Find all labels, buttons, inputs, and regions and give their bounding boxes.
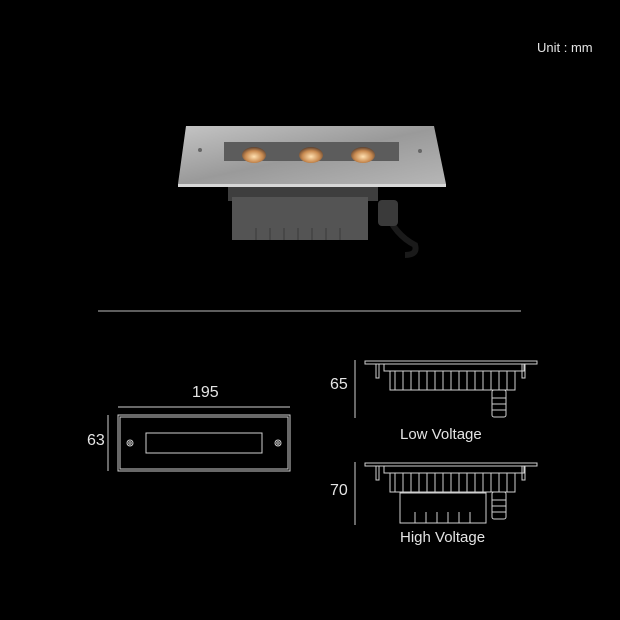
driver-box [232,197,368,240]
led-icon [242,147,266,163]
height-dimension: 63 [87,432,105,449]
screw-icon [198,148,202,152]
front-view-drawing [107,406,291,472]
low-voltage-label: Low Voltage [400,426,482,443]
width-dimension: 195 [192,384,219,401]
side-view-high-voltage [354,462,538,525]
product-photo [178,126,446,258]
side-view-low-voltage [354,360,538,418]
unit-label: Unit : mm [537,40,593,55]
led-icon [299,147,323,163]
high-voltage-label: High Voltage [400,529,486,546]
high-voltage-height: 70 [330,482,348,499]
led-icon [351,147,375,163]
cable-gland [378,200,398,226]
screw-icon [418,149,422,153]
low-voltage-height: 65 [330,376,348,393]
